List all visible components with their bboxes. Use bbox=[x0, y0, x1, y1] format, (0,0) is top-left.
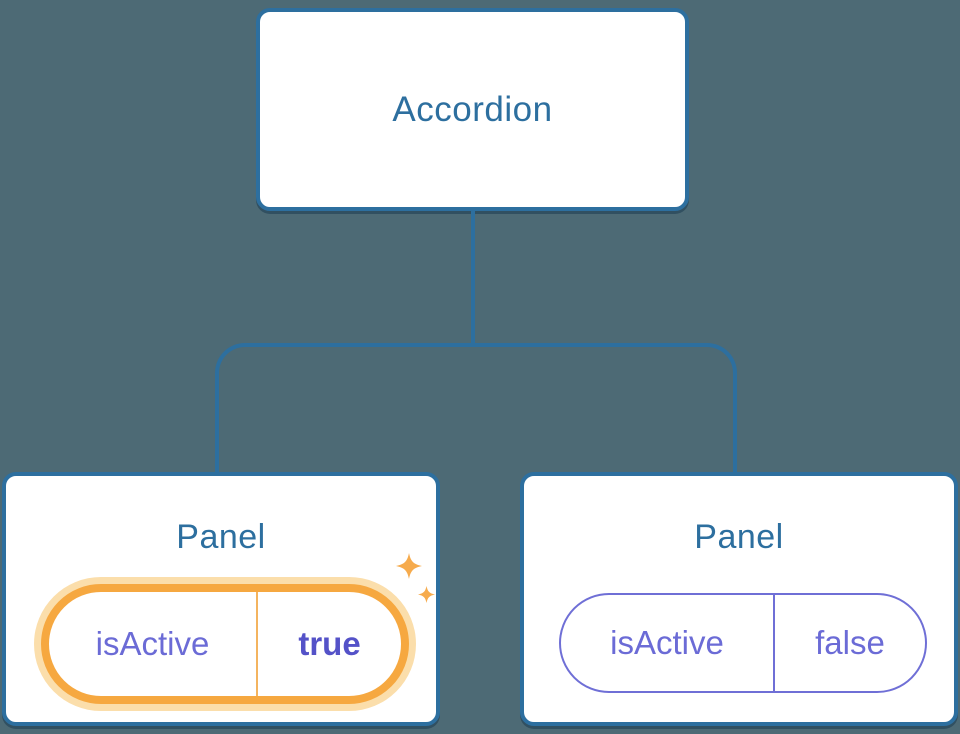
state-value: true bbox=[298, 625, 361, 662]
connector-stem bbox=[471, 209, 475, 346]
accordion-label: Accordion bbox=[392, 89, 553, 129]
state-name: isActive bbox=[561, 595, 775, 691]
panel-node-inactive: Panel isActive false bbox=[520, 472, 958, 726]
state-value: false bbox=[815, 624, 885, 661]
sparkle-icon bbox=[418, 586, 435, 603]
sparkle-icon bbox=[396, 553, 422, 579]
panel-label: Panel bbox=[176, 518, 266, 556]
panel-node-active: Panel isActive true bbox=[2, 472, 440, 726]
state-pill-active: isActive true bbox=[41, 584, 409, 704]
connector-branches bbox=[215, 343, 737, 472]
state-pill-inactive: isActive false bbox=[559, 593, 927, 693]
state-name: isActive bbox=[49, 592, 258, 696]
panel-label: Panel bbox=[694, 518, 784, 556]
accordion-node: Accordion bbox=[256, 8, 689, 211]
